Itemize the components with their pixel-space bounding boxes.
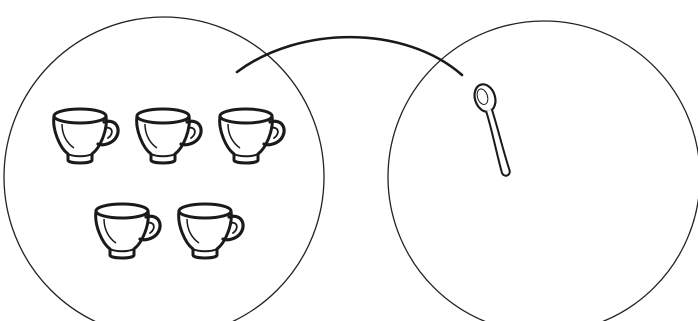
spoon-icon [471, 82, 519, 178]
cup-icon [220, 109, 284, 163]
cup-icon [179, 204, 243, 258]
right-group-spoons [471, 82, 519, 178]
connecting-arc [237, 37, 462, 75]
right-group-circle [388, 21, 698, 321]
left-group-cups [54, 109, 284, 258]
left-group-circle [4, 17, 324, 321]
cup-icon [137, 109, 201, 163]
cup-icon [96, 204, 160, 258]
cup-icon [54, 109, 118, 163]
